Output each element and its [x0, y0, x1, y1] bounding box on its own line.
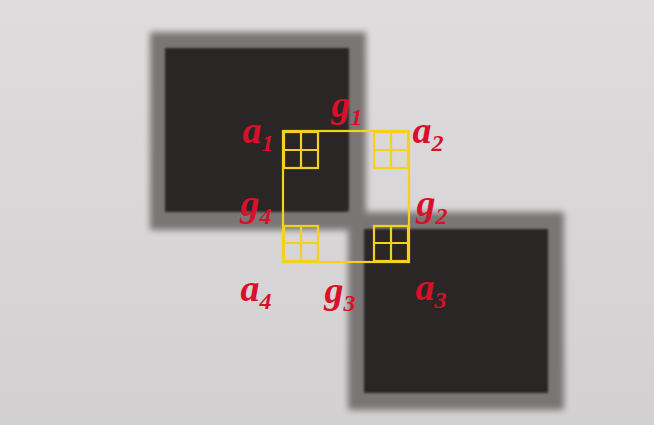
point-label: a2: [413, 111, 444, 149]
point-label: a1: [243, 111, 274, 149]
point-label: g4: [241, 184, 272, 222]
point-label: g1: [332, 85, 363, 123]
point-label: a4: [241, 269, 272, 307]
corner-grid: [374, 132, 408, 168]
point-label: g3: [325, 271, 356, 309]
yellow-window: [283, 131, 409, 262]
corner-grid: [284, 226, 318, 261]
corner-grid: [374, 226, 408, 261]
square-halo: [348, 212, 564, 410]
corner-grid: [284, 132, 318, 168]
point-label: g2: [417, 184, 448, 222]
window-frame: [283, 131, 409, 262]
point-label: a3: [416, 268, 447, 306]
